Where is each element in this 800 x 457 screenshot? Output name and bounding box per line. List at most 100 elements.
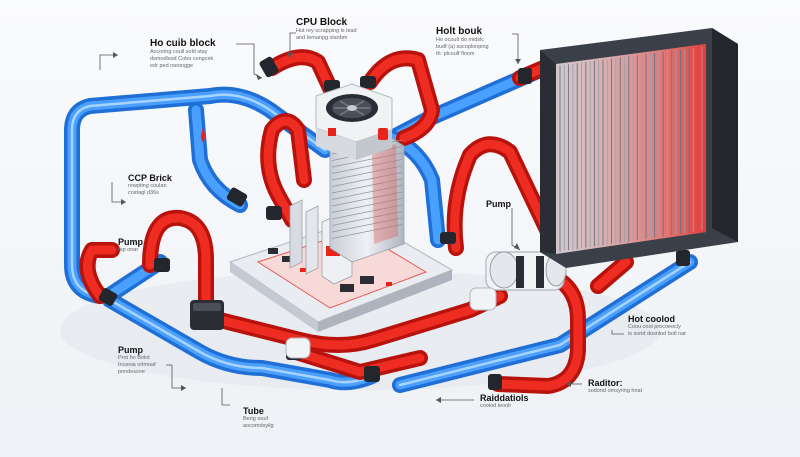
label-desc: Ho ocoult do midslc budf (a) sscoplonpin…: [436, 37, 531, 58]
label-desc-line: edr ped rseongge: [150, 63, 194, 69]
hot-tube-bottom-front: [288, 344, 428, 380]
heatsink-fin: [331, 211, 403, 226]
cpu-heatsink: [329, 131, 405, 263]
fitting: [518, 68, 532, 84]
led: [386, 282, 392, 286]
label-title: Ho cuib block: [150, 38, 216, 49]
heatsink-fin: [331, 224, 403, 239]
label-tube: Tube Berig ouuf aocomdsyilg: [243, 406, 338, 430]
fitting: [488, 374, 502, 390]
label-desc: coolod leoolr: [480, 403, 575, 410]
label-cpu-block: CPU Block Hut rey scrapping ls lead and …: [296, 17, 391, 42]
radiator-side-cap: [540, 50, 556, 254]
fitting: [259, 56, 279, 78]
cool-tube-bottom-loop: [102, 292, 380, 391]
ram-label: [326, 246, 340, 256]
label-hot-coolod: Hot coolod Coou cool procoeocly is sorid…: [628, 314, 748, 338]
label-title: Hot coolod: [628, 314, 675, 324]
label-title: Pump: [118, 345, 144, 355]
label-desc-line: rewpting coulan: [128, 183, 167, 189]
label-desc-line: costagl d36s: [128, 190, 159, 196]
fitting: [440, 232, 456, 244]
label-desc-line: Hut rey scrapping ls lead: [296, 28, 357, 34]
fitting: [266, 206, 282, 220]
chip: [268, 248, 278, 254]
cpu-block-accent: [328, 128, 336, 136]
pump-ring: [536, 256, 544, 288]
callout-arrowheads: [113, 52, 571, 403]
label-desc-line: Ho ocoult do midslc: [436, 37, 484, 43]
label-title: Raditor:: [588, 378, 623, 388]
pump-ring: [516, 256, 524, 288]
label-desc: Berig ouuf aocomdsyilg: [243, 416, 338, 430]
label-desc: sodond omsyring hnat: [588, 388, 683, 395]
label-desc-line: th: plcoulf floom: [436, 51, 475, 57]
heatsink-fin: [331, 185, 403, 200]
label-ccp-brick: CCP Brick rewpting coulan costagl d36s: [128, 173, 223, 197]
heatsink-fin: [331, 198, 403, 213]
fitting: [360, 76, 376, 88]
label-desc-line: budf (a) sscoplonping: [436, 44, 489, 50]
label-desc-line: Accoring coull sold stay: [150, 49, 208, 55]
heatsink-fin: [331, 204, 403, 220]
arrow-icon: [611, 330, 624, 335]
chip: [360, 276, 374, 284]
label-desc-line: is sorid dosnlod botl nar: [628, 331, 687, 337]
label-ho-cuib-block: Ho cuib block Accoring coull sold stay d…: [150, 38, 245, 70]
board-side-right: [318, 270, 452, 332]
cool-tube-lower-right: [392, 254, 698, 393]
heatsink-fin: [331, 172, 403, 187]
hot-tube-left-outer: [79, 242, 120, 304]
heatsink-heat-glow: [372, 144, 398, 244]
cpu-block-side: [316, 128, 356, 160]
pump-coupling: [469, 287, 497, 311]
label-title: CPU Block: [296, 17, 348, 28]
drip-icon: [201, 128, 205, 142]
label-desc-line: aocomdsyilg: [243, 423, 274, 429]
hot-tube-pump-left-arch: [142, 209, 214, 318]
label-desc-line: pondessoe: [118, 369, 145, 375]
label-pump-center: Pump: [486, 199, 511, 209]
label-desc: Hut rey scrapping ls lead and Iemanpg sl…: [296, 28, 391, 42]
arrow-icon: [166, 364, 186, 389]
hot-tube-top-right: [362, 50, 440, 146]
radiator: [540, 28, 738, 268]
label-pump-left: Pump fap onar: [118, 237, 213, 254]
chip: [340, 284, 354, 292]
hot-tube-left-loop: [260, 113, 312, 228]
label-desc: fap onar: [118, 247, 213, 254]
label-desc: Accoring coull sold stay dsmodlsod Cobo …: [150, 49, 245, 70]
fitting: [154, 258, 170, 272]
label-desc-line: and Iemanpg slanbm: [296, 35, 348, 41]
label-raiddatiols: Raiddatiols coolod leoolr: [480, 393, 575, 410]
tube-coupling: [285, 337, 311, 359]
label-title: Raiddatiols: [480, 393, 529, 403]
heatsink-fin: [331, 178, 403, 194]
radiator-heat: [556, 44, 706, 254]
fitting: [226, 187, 248, 207]
arrow-icon: [289, 32, 296, 58]
pump-icon: [489, 251, 519, 289]
label-desc-line: sodond omsyring hnat: [588, 388, 643, 394]
arrow-icon: [221, 388, 230, 406]
heatsink-fin: [331, 191, 403, 207]
radiator-end-cap: [712, 28, 738, 242]
label-pump-bottom: Pump Prot ho Bolot Incenia orlmoaf ponde…: [118, 345, 213, 376]
fitting: [676, 250, 690, 266]
radiator-fins: [559, 46, 703, 252]
label-title: Pump: [118, 237, 144, 247]
hot-tube-drop-right: [490, 270, 586, 394]
label-desc: Prot ho Bolot Incenia orlmoaf pondessoe: [118, 355, 213, 376]
fan-hub: [347, 105, 357, 111]
label-holt-bouk: Holt bouk Ho ocoult do midslc budf (a) s…: [436, 26, 531, 58]
left-pump: [190, 300, 224, 330]
center-pump: [285, 251, 567, 359]
cpu-block-head: [315, 83, 393, 160]
label-desc: rewpting coulan costagl d36s: [128, 183, 223, 197]
label-raditor: Raditor: sodond omsyring hnat: [588, 378, 683, 395]
ram-stick: [305, 205, 319, 275]
label-desc-line: Prot ho Bolot: [118, 355, 150, 361]
ram-stick: [289, 199, 303, 269]
hot-tube-right-arch: [446, 136, 556, 256]
